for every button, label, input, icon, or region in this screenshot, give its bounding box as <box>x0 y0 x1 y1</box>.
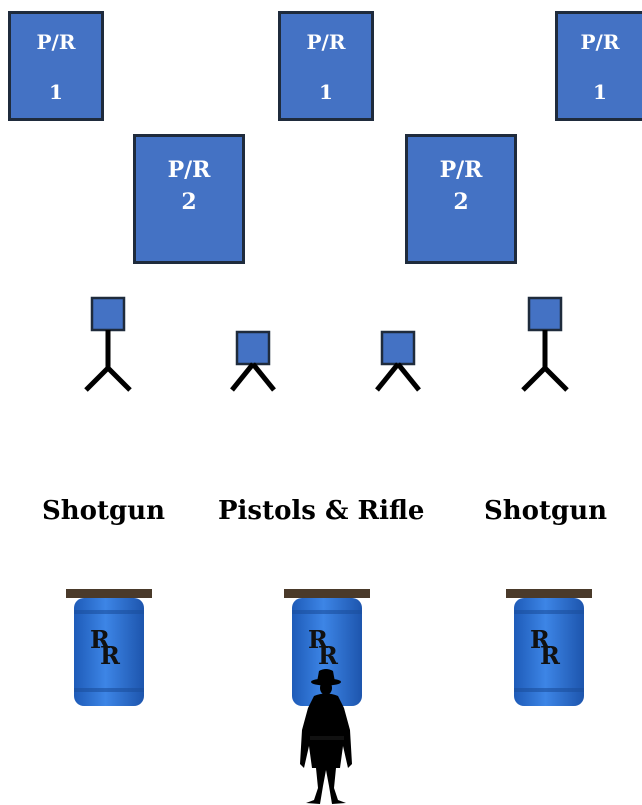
svg-text:R: R <box>100 641 121 670</box>
target-label: P/R <box>580 30 620 54</box>
target-number: 1 <box>49 80 63 104</box>
target-label: P/R <box>36 30 76 54</box>
target-number: 1 <box>593 80 607 104</box>
target-number: 1 <box>319 80 333 104</box>
station-label-right: Shotgun <box>484 496 608 526</box>
target-label: P/R <box>306 30 346 54</box>
station-label-left: Shotgun <box>42 496 166 526</box>
svg-text:R: R <box>530 625 551 654</box>
pr-target-1-right: P/R 1 <box>555 11 642 121</box>
svg-text:R: R <box>318 641 339 670</box>
target-number: 2 <box>453 189 469 215</box>
shotgun-knockdown-target-inner-right <box>375 330 421 392</box>
svg-text:R: R <box>308 625 329 654</box>
target-label: P/R <box>167 157 211 183</box>
barrel-right: R R <box>506 589 592 706</box>
shotgun-knockdown-target-left <box>84 296 132 392</box>
shotgun-knockdown-target-right <box>521 296 569 392</box>
pr-target-1-left: P/R 1 <box>8 11 104 121</box>
pr-target-2-left: P/R 2 <box>133 134 245 264</box>
cowboy-shooter-silhouette <box>300 669 352 804</box>
pr-target-2-right: P/R 2 <box>405 134 517 264</box>
shotgun-knockdown-target-inner-left <box>230 330 276 392</box>
target-label: P/R <box>439 157 483 183</box>
pr-target-1-center: P/R 1 <box>278 11 374 121</box>
barrel-center: R R <box>284 589 370 706</box>
svg-text:R: R <box>90 625 111 654</box>
station-label-center: Pistols & Rifle <box>218 496 425 526</box>
svg-text:R: R <box>540 641 561 670</box>
target-number: 2 <box>181 189 197 215</box>
barrel-left: R R <box>66 589 152 706</box>
